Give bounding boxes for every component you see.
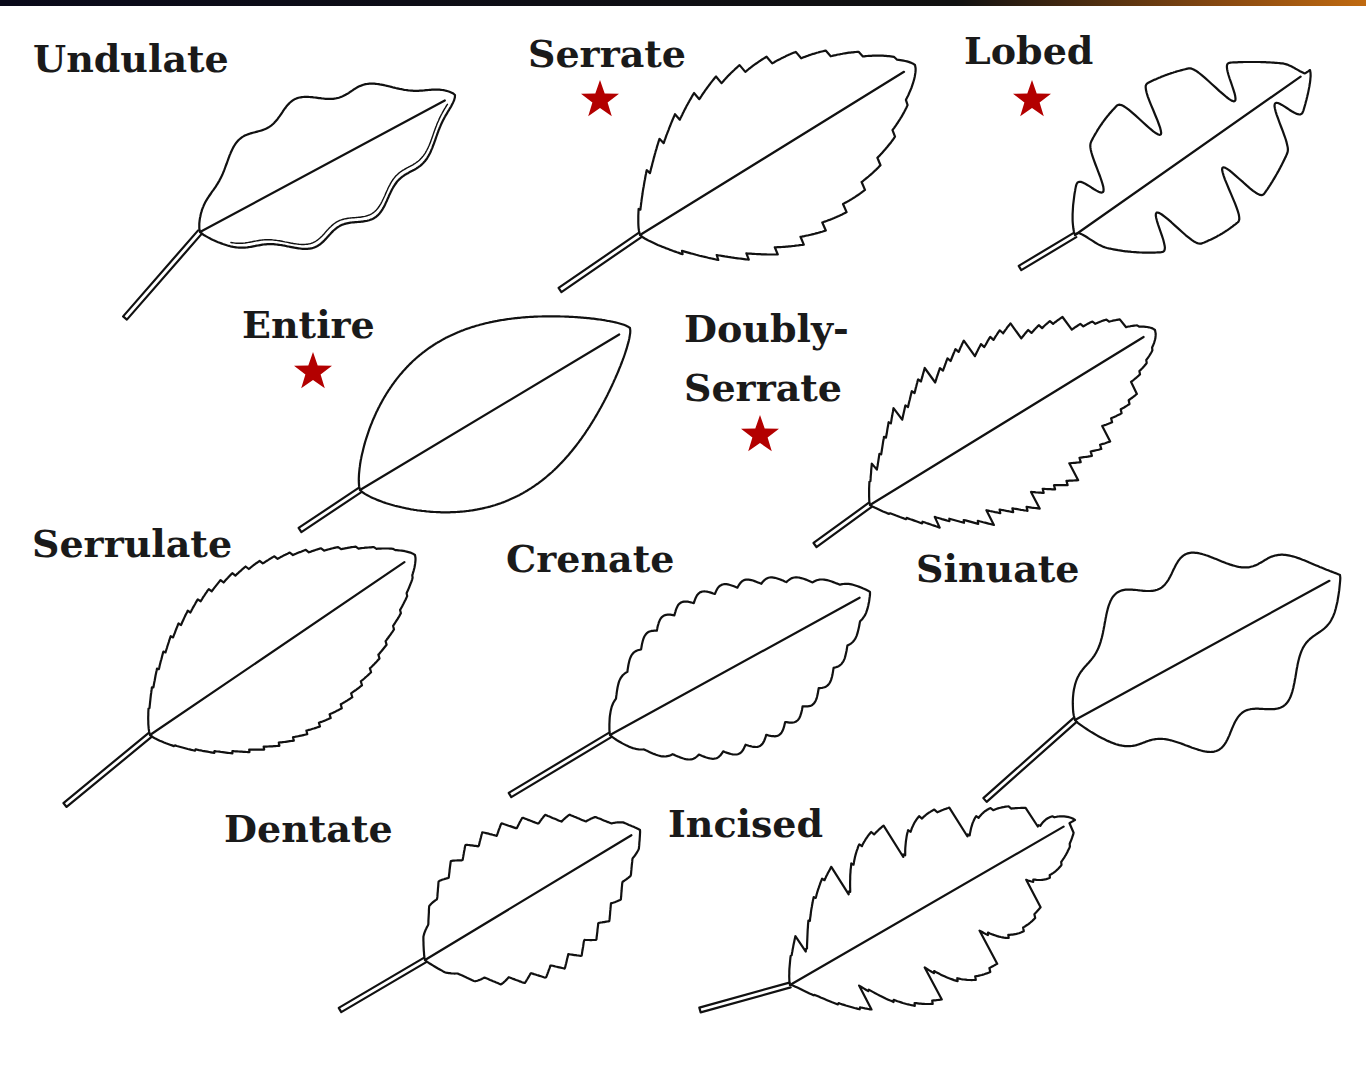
petiole <box>299 488 362 532</box>
leaf-outline <box>638 51 915 260</box>
leaf-outline <box>359 316 631 512</box>
midrib <box>790 827 1064 985</box>
margin-label: Crenate <box>506 536 674 582</box>
leaf-outline <box>148 547 415 754</box>
wave-edge <box>231 104 448 244</box>
margin-label: Dentate <box>224 806 393 852</box>
leaf-outline <box>1073 553 1341 752</box>
midrib <box>1075 77 1301 235</box>
leaf-outline <box>1073 62 1311 253</box>
leaf-outline <box>423 815 640 985</box>
leaf-outline <box>609 577 870 759</box>
top-bar <box>0 0 1366 6</box>
petiole <box>559 233 642 292</box>
star-marker <box>741 415 779 451</box>
midrib <box>610 598 860 735</box>
petiole <box>814 503 872 547</box>
leaf-outline <box>789 806 1075 1009</box>
margin-label: Lobed <box>964 28 1093 74</box>
margin-label: Undulate <box>33 36 229 82</box>
midrib <box>360 334 619 490</box>
star-marker <box>1013 80 1051 116</box>
midrib <box>640 72 904 235</box>
star-marker <box>581 80 619 116</box>
petiole <box>983 718 1076 802</box>
margin-label: Serrate <box>528 31 686 77</box>
petiole <box>63 733 151 807</box>
petiole <box>123 230 202 319</box>
star-marker <box>294 352 332 388</box>
petiole <box>339 958 427 1012</box>
margin-label: Sinuate <box>916 546 1080 592</box>
margin-label: Incised <box>668 801 823 847</box>
midrib <box>200 100 445 232</box>
leaf-outline <box>199 84 455 249</box>
petiole <box>509 733 612 797</box>
midrib <box>425 835 631 960</box>
petiole <box>1019 233 1077 270</box>
midrib <box>150 562 404 735</box>
petiole <box>699 983 790 1013</box>
midrib <box>870 337 1144 505</box>
margin-label: Serrulate <box>32 521 232 567</box>
leaf-outline <box>869 317 1156 528</box>
midrib <box>1075 581 1329 720</box>
margin-label: Entire <box>242 302 375 348</box>
margin-label: Doubly- Serrate <box>684 300 894 418</box>
